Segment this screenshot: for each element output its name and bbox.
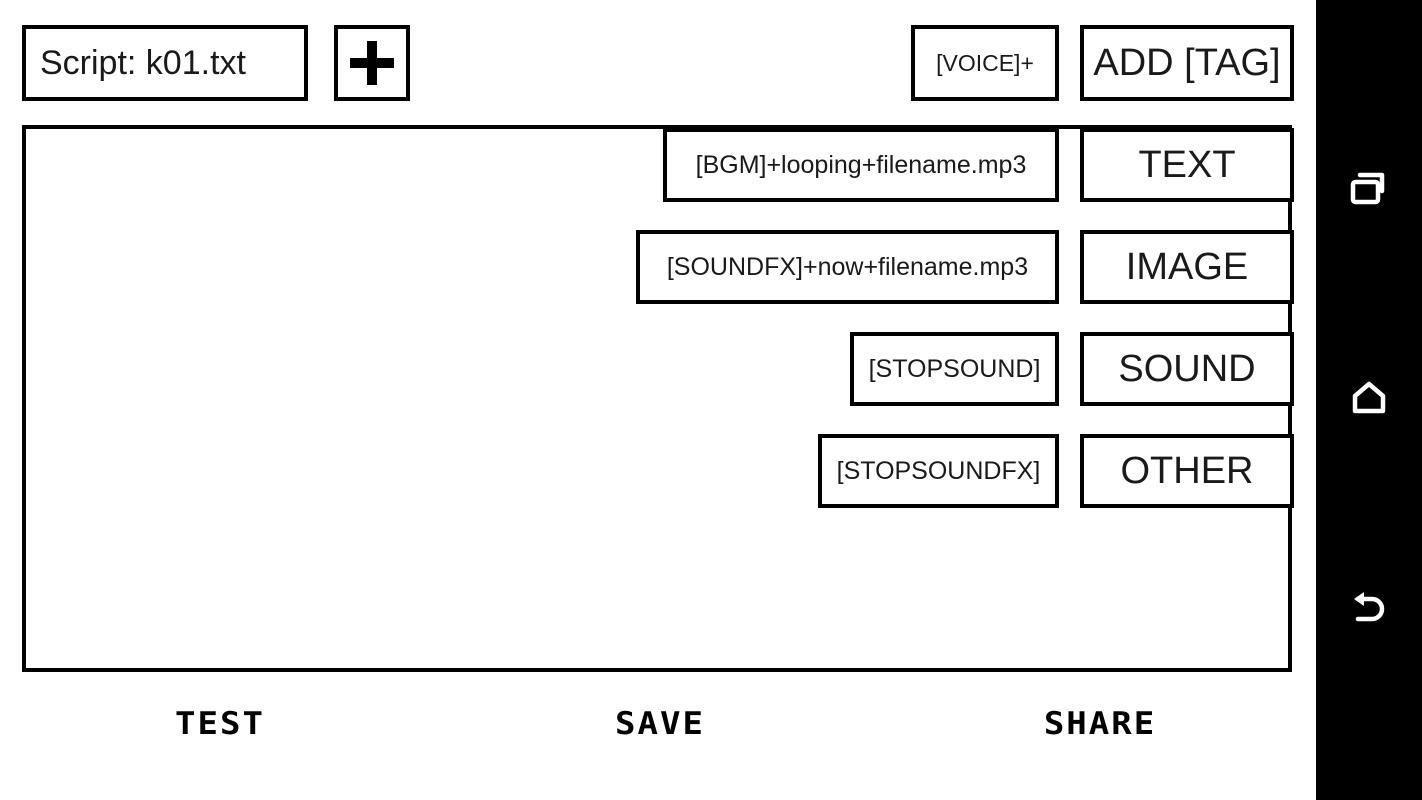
save-button[interactable]: SAVE (615, 705, 705, 743)
bottom-action-bar: TEST SAVE SHARE (0, 690, 1316, 800)
tag-value-label: [BGM]+looping+filename.mp3 (695, 150, 1027, 179)
tag-category-label: TEXT (1138, 143, 1236, 186)
script-file-button[interactable]: Script: k01.txt (22, 25, 308, 101)
add-tag-label: ADD [TAG] (1093, 41, 1281, 84)
tag-category-label: OTHER (1120, 449, 1254, 492)
tag-value-label: [STOPSOUNDFX] (836, 456, 1041, 485)
tag-category-label: SOUND (1118, 347, 1256, 390)
android-navigation-bar (1316, 0, 1422, 800)
back-button[interactable] (1316, 555, 1422, 661)
tag-value-button[interactable]: [SOUNDFX]+now+filename.mp3 (636, 230, 1059, 304)
tag-category-label: IMAGE (1125, 245, 1249, 288)
tag-category-image[interactable]: IMAGE (1080, 230, 1294, 304)
voice-tag-button[interactable]: [VOICE]+ (911, 25, 1059, 101)
test-button[interactable]: TEST (175, 705, 265, 743)
home-icon (1352, 381, 1386, 414)
add-script-button[interactable] (334, 25, 410, 101)
recents-icon (1350, 172, 1385, 205)
voice-tag-label: [VOICE]+ (936, 49, 1034, 76)
back-icon (1354, 592, 1385, 622)
tag-category-other[interactable]: OTHER (1080, 434, 1294, 508)
tag-value-label: [SOUNDFX]+now+filename.mp3 (666, 252, 1029, 281)
add-tag-button[interactable]: ADD [TAG] (1080, 25, 1294, 101)
plus-icon (350, 41, 394, 85)
tag-value-button[interactable]: [STOPSOUND] (850, 332, 1059, 406)
tag-value-button[interactable]: [STOPSOUNDFX] (818, 434, 1059, 508)
home-button[interactable] (1316, 345, 1422, 451)
tag-value-label: [STOPSOUND] (868, 354, 1041, 383)
script-file-label: Script: k01.txt (40, 43, 246, 82)
recents-button[interactable] (1316, 135, 1422, 241)
share-button[interactable]: SHARE (1043, 705, 1157, 743)
tag-value-button[interactable]: [BGM]+looping+filename.mp3 (663, 128, 1059, 202)
tag-category-text[interactable]: TEXT (1080, 128, 1294, 202)
tag-category-sound[interactable]: SOUND (1080, 332, 1294, 406)
